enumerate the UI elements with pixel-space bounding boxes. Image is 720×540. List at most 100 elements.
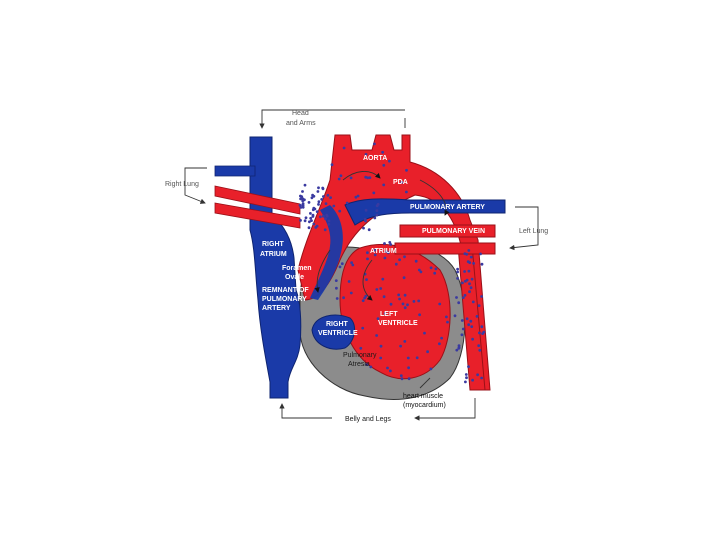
blood-dot [326,193,330,197]
blood-dot [423,331,426,335]
blood-dot [457,344,461,348]
blood-dot [347,280,351,283]
remnant-label-2: PULMONARY [262,296,307,303]
blood-dot [349,176,353,180]
muscle-pointer [419,377,431,389]
right-atrium-label-2: ATRIUM [260,251,287,258]
blood-dot [398,297,401,301]
blood-dot [398,258,401,262]
blood-dot [403,293,407,297]
blood-dot [460,319,464,322]
blood-dot [310,219,313,223]
blood-dot [375,209,379,213]
blood-dot [317,200,321,204]
blood-dot [361,299,365,302]
legs-line-right [414,398,476,421]
blood-dot [323,228,327,232]
blood-dot [479,252,482,256]
blood-dot [438,342,441,346]
blood-dot [301,203,305,207]
legs-line-left [279,403,332,419]
blood-dot [471,337,474,341]
blood-dot [407,366,410,370]
pulmonary-vein-vessel [394,224,496,255]
blood-dot [406,303,409,307]
right-ventricle-label-1: RIGHT [326,321,349,328]
blood-dot [337,177,341,181]
blood-dot [315,210,319,214]
right-lung-blue-vessel [214,165,256,177]
blood-dot [363,296,367,300]
blood-dot [327,222,331,226]
blood-dot [301,190,304,193]
blood-dot [480,376,483,380]
blood-dot [368,176,372,180]
blood-dot [299,197,302,201]
foramen-label-1: Foramen [282,265,312,272]
blood-dot [426,350,429,354]
foramen-label-2: Ovale [285,274,304,281]
blood-dot [446,320,449,324]
blood-dot [445,315,448,319]
blood-dot [325,214,329,218]
blood-dot [455,348,459,352]
blood-dot [480,295,483,298]
right-lung-red-vessels [214,185,301,229]
blood-dot [376,317,380,320]
blood-dot [465,376,468,380]
blood-dot [457,346,461,350]
blood-dot [470,277,474,281]
blood-dot [386,251,390,255]
blood-dot [465,252,469,256]
blood-dot [388,159,391,163]
left-lung-label: Left Lung [519,228,548,235]
pulmonary-artery-label: PULMONARY ARTERY [410,204,485,211]
blood-dot [456,270,459,274]
blood-dot [311,193,314,197]
blood-dot [379,356,383,360]
blood-dot [321,187,325,191]
pda-label: PDA [393,179,408,186]
blood-dot [311,208,315,212]
blood-dot [456,267,459,271]
blood-dot [339,174,343,178]
blood-dot [356,194,360,198]
blood-dot [400,377,404,381]
heart-muscle-label-1: heart muscle [403,393,443,400]
blood-dot [471,378,474,382]
blood-dot [324,217,327,221]
blood-dot [461,327,465,331]
blood-dot [365,363,369,366]
blood-dot [372,191,376,195]
blood-dot [414,259,418,263]
aorta-arch [297,134,491,391]
right-lung-label: Right Lung [165,181,199,188]
blood-dot [433,271,437,275]
blood-dot [382,183,386,187]
blood-dot [389,243,393,246]
blood-dot [354,195,358,199]
belly-legs-label: Belly and Legs [345,416,391,423]
blood-dot [461,296,465,299]
blood-dot [482,330,486,334]
blood-dot [389,369,392,373]
blood-dot [314,226,318,229]
blood-dot [335,286,338,290]
blood-dot [480,325,484,329]
blood-dot [469,255,473,259]
arms-label: and Arms [286,120,316,127]
blood-dot [417,299,421,303]
blood-dot [369,365,373,369]
right-atrium-label-1: RIGHT [262,241,285,248]
blood-dot [366,257,369,261]
blood-dot [299,206,303,209]
blood-dot [467,269,471,273]
blood-dot [419,270,423,274]
flow-arrow-pda [419,179,450,216]
blood-dot [399,374,403,378]
blood-dot [471,300,475,304]
blood-dot [317,203,320,206]
blood-dot [338,265,342,269]
blood-dot [300,195,304,199]
